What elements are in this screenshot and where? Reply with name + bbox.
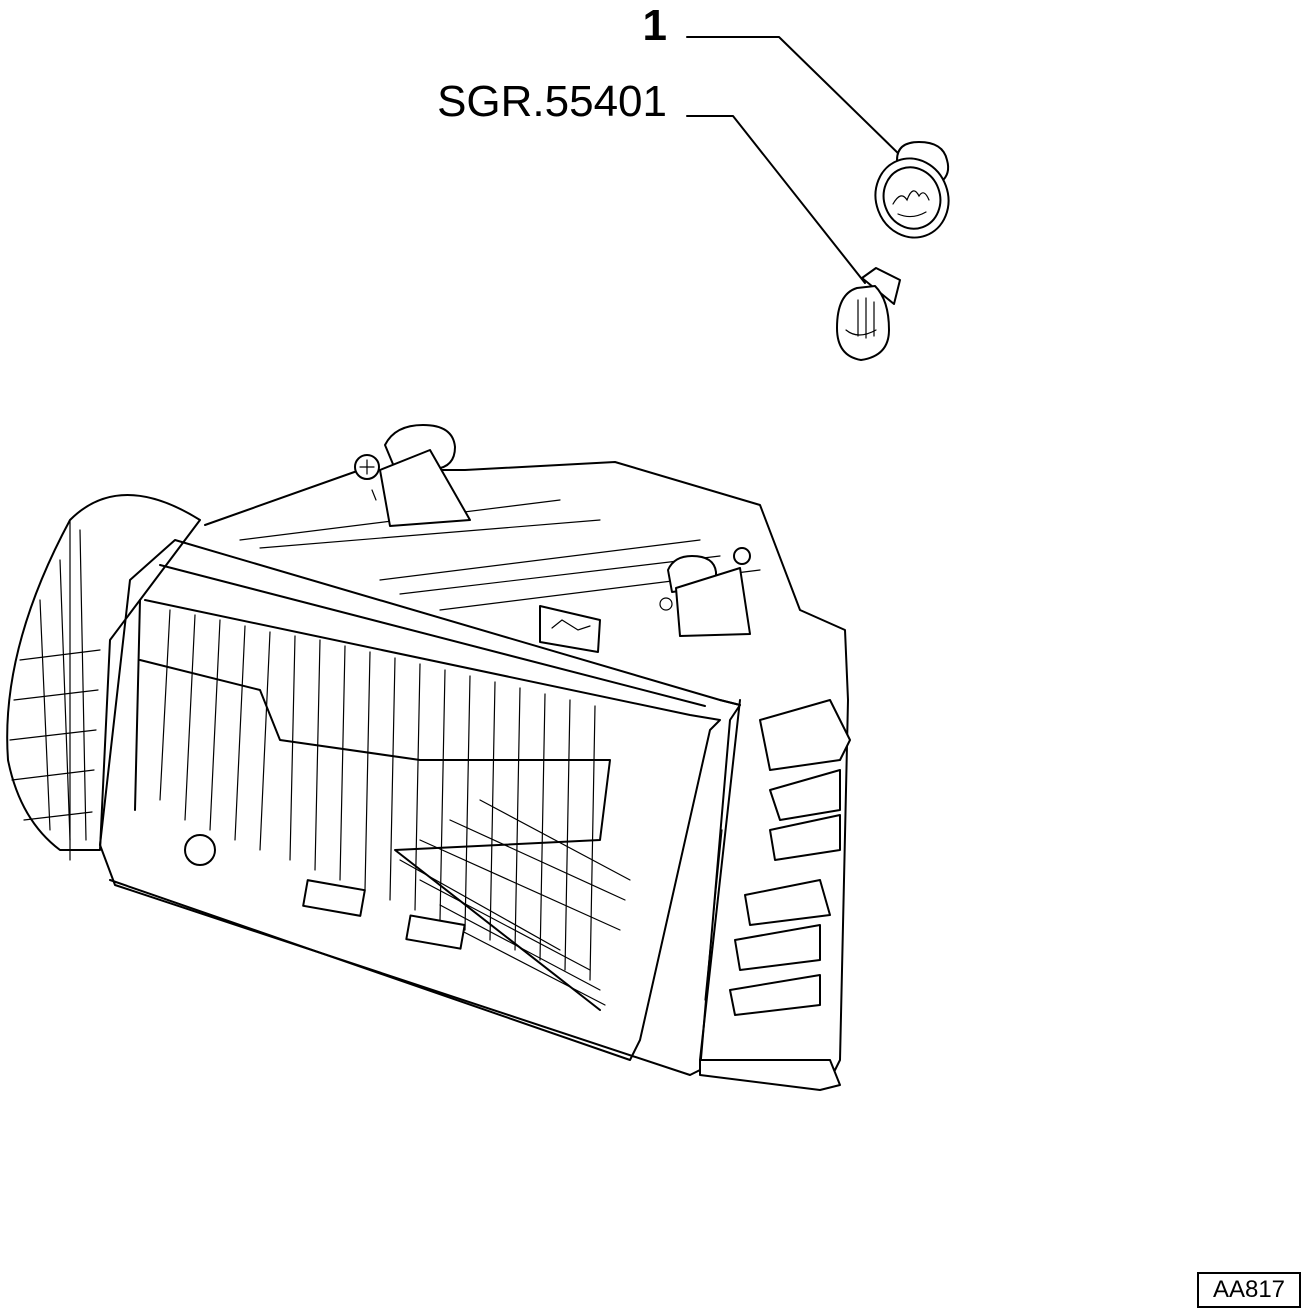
leader-line-sgr [686, 115, 866, 284]
wedge-bulb [836, 267, 901, 361]
callout-label-sgr: SGR.55401 [437, 77, 667, 126]
reference-code-box: AA817 [1197, 1272, 1301, 1308]
callout-label-1: 1 [642, 1, 667, 50]
headlamp-assembly [6, 424, 851, 1091]
bulb-socket [874, 141, 950, 239]
leader-line-1 [686, 36, 904, 159]
